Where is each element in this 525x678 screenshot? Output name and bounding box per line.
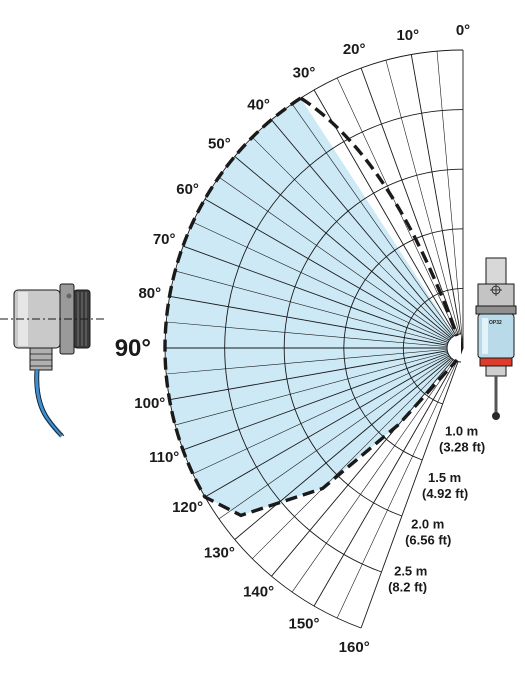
receiver-cable-outline-2 (38, 369, 65, 437)
radial-line (271, 119, 464, 349)
angle-label-130: 130° (204, 544, 235, 561)
angle-label-50: 50° (208, 136, 231, 153)
radial-line (182, 245, 464, 349)
angle-label-70: 70° (153, 231, 176, 248)
range-label-meters: 2.5 m (394, 563, 427, 578)
radial-line (360, 347, 464, 629)
angle-label-150: 150° (288, 615, 319, 632)
radial-line (336, 347, 464, 619)
angle-label-40: 40° (247, 96, 270, 113)
radial-line (218, 347, 464, 520)
angle-label-80: 80° (138, 285, 161, 302)
radial-line (204, 347, 464, 498)
radial-line (169, 295, 464, 349)
angle-label-110: 110° (149, 449, 179, 466)
radial-line (204, 198, 464, 349)
radial-line (234, 156, 464, 349)
angle-label-10: 10° (396, 27, 419, 44)
radial-line (166, 347, 464, 375)
angle-labels: 0° 10° 20° 30° 40° 50° 60° 70° 80° 90° 100° 110° 120… (115, 22, 470, 656)
angle-label-100: 100° (134, 395, 165, 412)
range-label-meters: 1.5 m (428, 470, 461, 485)
coverage-envelope (163, 96, 459, 518)
radial-line (182, 347, 464, 451)
radial-line (169, 347, 464, 401)
radial-line (218, 176, 464, 349)
angle-label-120: 120° (172, 499, 203, 516)
angle-label-20: 20° (343, 41, 366, 58)
angle-label-140: 140° (243, 584, 274, 601)
radial-line (234, 347, 464, 540)
radial-line (291, 103, 464, 349)
range-label-meters: 1.0 m (445, 423, 478, 438)
angle-label-160: 160° (339, 639, 370, 656)
range-label-meters: 2.0 m (411, 517, 444, 532)
angle-label-90: 90° (115, 335, 151, 362)
receiver-cable (34, 369, 64, 438)
radial-line (410, 54, 464, 349)
radial-line (385, 60, 464, 349)
range-label-feet: (3.28 ft) (439, 439, 485, 454)
receiver-screw (66, 293, 72, 299)
radial-line (166, 321, 464, 349)
range-label-feet: (4.92 ft) (422, 486, 468, 501)
radial-line (175, 270, 464, 349)
range-label-feet: (6.56 ft) (405, 533, 451, 548)
probe-nose (485, 365, 507, 377)
radial-line (252, 347, 464, 559)
probe-model-label: OP32 (489, 320, 502, 326)
range-label-2.5m: 2.5 m(8.2 ft) (388, 563, 427, 594)
radial-line (291, 347, 464, 593)
probe-illustration: OP32 (475, 257, 517, 420)
radial-line (192, 221, 464, 349)
polar-grid (164, 49, 464, 629)
radial-line (360, 67, 464, 349)
angle-label-60: 60° (176, 181, 199, 198)
radial-line (175, 347, 464, 426)
range-label-feet: (8.2 ft) (388, 579, 427, 594)
envelope-dashed-line (163, 96, 459, 518)
probe-body-shine (482, 318, 488, 354)
coverage-area (165, 98, 463, 516)
radial-line (271, 347, 464, 577)
angle-label-0: 0° (456, 22, 470, 39)
envelope-inner-edge (299, 96, 459, 337)
range-label-1.0m: 1.0 m(3.28 ft) (439, 423, 485, 454)
receiver-cable-gland (29, 347, 53, 371)
probe-stylus-tip (492, 412, 500, 420)
receiver-cable-outline (34, 369, 61, 437)
receiver-unit-illustration (0, 283, 104, 438)
radial-line (313, 89, 464, 349)
radial-line (192, 347, 464, 475)
coverage-fill (165, 98, 463, 516)
angle-label-30: 30° (293, 65, 316, 82)
radial-line (252, 137, 464, 349)
range-label-1.5m: 1.5 m(4.92 ft) (422, 470, 468, 501)
probe-collar (475, 305, 517, 315)
radial-line (436, 51, 464, 349)
range-labels: 1.0 m(3.28 ft) 1.5 m(4.92 ft) 2.0 m(6.56 f… (388, 423, 485, 594)
probe-shank (485, 257, 507, 285)
range-label-2.0m: 2.0 m(6.56 ft) (405, 517, 451, 548)
probe-band (479, 357, 513, 367)
radial-line (313, 347, 464, 607)
